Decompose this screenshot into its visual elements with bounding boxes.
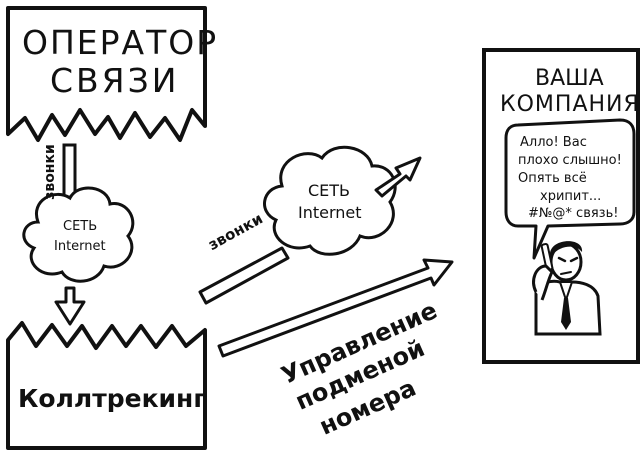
bubble-line4: хрипит... [540,189,602,204]
cloud-left-line1: СЕТЬ [63,219,98,234]
calltracking-box [6,321,207,450]
company-title-line2: КОМПАНИЯ [500,92,640,117]
calls-arrow-diagonal [198,246,290,305]
calltracking-title: Коллтрекинг [18,384,207,413]
calls-label-vertical: звонки [41,144,58,200]
operator-title-line2: СВЯЗИ [50,61,180,100]
operator-title-line1: ОПЕРАТОР [22,23,219,62]
arrow-cloud-to-company [374,156,422,198]
cloud-left-line2: Internet [54,239,106,254]
speech-bubble [504,118,636,260]
cloud-center-line1: СЕТЬ [308,181,351,200]
bubble-line5: #№@* связь! [528,206,619,221]
company-title-line1: ВАША [535,66,604,91]
calls-arrow-vertical [62,143,77,199]
cloud-center-line2: Internet [298,203,362,222]
company-box [482,48,640,364]
operator-box [6,6,207,142]
substitution-arrow [217,258,454,358]
bubble-line3: Опять всё [518,171,587,186]
bubble-line2: плохо слышно! [518,153,622,168]
cloud-left [22,186,135,283]
bubble-line1: Алло! Вас [520,135,587,150]
man-on-phone [532,241,602,336]
cloud-center [263,145,397,256]
arrow-cloud-to-calltracking [54,286,86,326]
